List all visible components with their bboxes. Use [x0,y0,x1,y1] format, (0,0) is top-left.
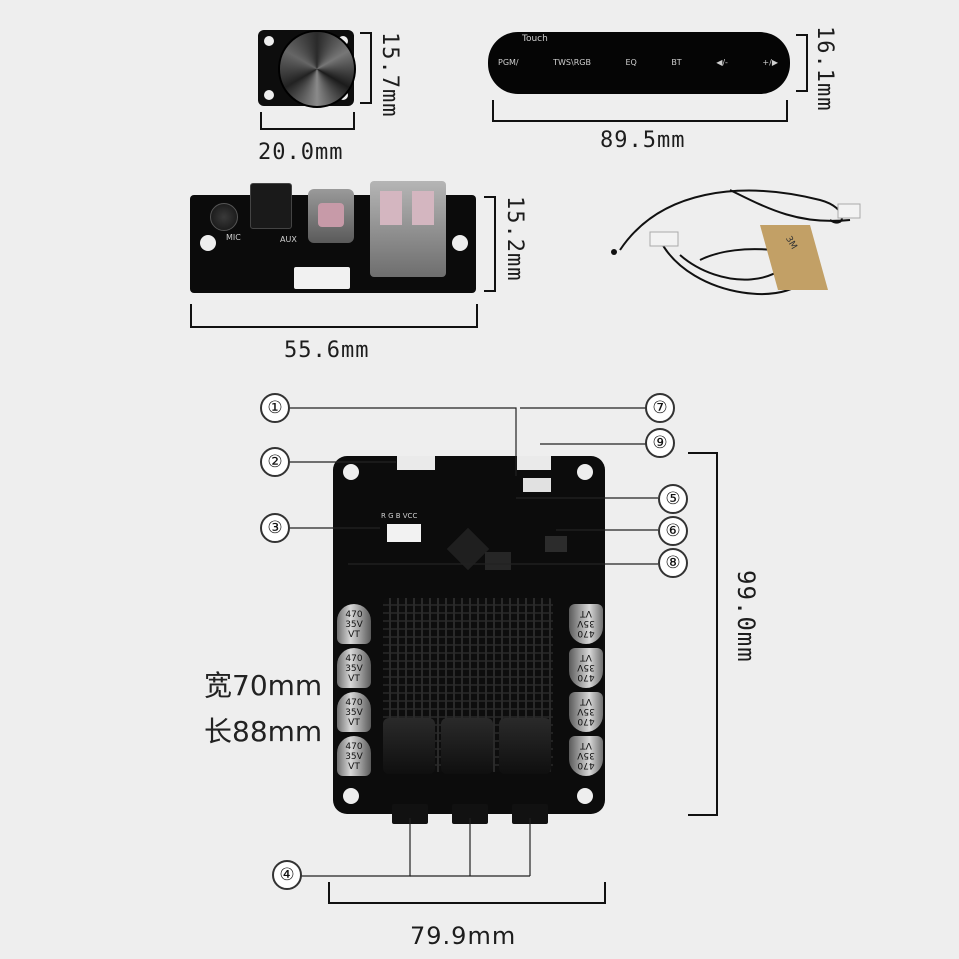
mount-hole [264,36,274,46]
dim-line [796,90,808,92]
chip-icon [545,536,567,552]
dim-line [796,34,808,36]
mount-hole [264,90,274,100]
touch-title: Touch [522,34,548,44]
mic-icon [210,203,238,231]
connector-icon [294,267,350,289]
dim-line [260,112,262,130]
capacitor: 470 35V VT [337,604,371,644]
speaker-terminal [452,804,488,824]
dim-line [328,882,330,904]
knob-icon [278,30,356,108]
dim-line [370,32,372,104]
board-width-label: 79.9mm [410,922,517,950]
usb-c-port-icon [308,189,354,243]
dim-line [353,112,355,130]
mic-silk: MIC [226,233,241,242]
dim-line [786,100,788,122]
mount-hole [577,788,593,804]
touch-width-label: 89.5mm [600,128,686,153]
touch-key: TWS\RGB [553,58,591,67]
touch-key: BT [671,58,682,67]
callout-5: ⑤ [658,484,688,514]
dim-line [328,902,606,904]
dim-line [360,32,372,34]
speaker-terminal [512,804,548,824]
dim-line [260,128,355,130]
touch-key: EQ [625,58,637,67]
touch-height-label: 16.1mm [812,26,837,112]
touch-key: PGM/ [498,58,519,67]
dim-line [688,452,718,454]
connector-icon [517,456,551,470]
dim-line [484,290,496,292]
dim-line [716,452,718,816]
knob-module [258,30,356,108]
io-height-label: 15.2mm [502,196,527,282]
mount-hole [343,464,359,480]
mount-hole [343,788,359,804]
dim-line [476,304,478,328]
rgb-header [387,524,421,542]
mount-hole [577,464,593,480]
knob-width-label: 20.0mm [258,140,344,165]
capacitor: 470 35V VT [337,648,371,688]
knob-height-label: 15.7mm [377,32,402,118]
inductor-icon [499,718,551,774]
board-height-label: 99.0mm [732,570,760,663]
dim-line [484,196,496,198]
dim-line [190,326,478,328]
dim-line [806,34,808,92]
callout-1: ① [260,393,290,423]
inductor-icon [441,718,493,774]
callout-4: ④ [272,860,302,890]
inductor-icon [383,718,435,774]
connector-icon [523,478,551,492]
callout-6: ⑥ [658,516,688,546]
main-board: R G B VCC 470 35V VT 470 35V VT 470 35V … [333,456,605,814]
callout-8: ⑧ [658,548,688,578]
connector-icon [397,456,435,470]
io-width-label: 55.6mm [284,338,370,363]
board-length-cn: 长88mm [204,715,323,748]
callout-2: ② [260,447,290,477]
mount-hole [452,235,468,251]
dim-line [190,304,192,328]
callout-9: ⑨ [645,428,675,458]
capacitor: 470 35V VT [337,736,371,776]
dim-line [688,814,718,816]
antenna-cable-icon [611,189,861,295]
touch-keys: PGM/ TWS\RGB EQ BT ◀/- +/▶ [498,58,778,67]
touch-key: +/▶ [762,58,778,67]
usb-a-port-icon [370,181,446,277]
callout-3: ③ [260,513,290,543]
dim-line [360,102,372,104]
touch-key: ◀/- [716,58,728,67]
capacitor: 470 35V VT [337,692,371,732]
io-board: MIC AUX [190,181,476,293]
rgb-header-label: R G B VCC [381,512,418,520]
dim-line [494,196,496,292]
speaker-terminal [392,804,428,824]
dim-line [604,882,606,904]
dim-line [492,100,494,122]
callout-7: ⑦ [645,393,675,423]
chip-icon [485,552,511,570]
audio-jack-icon [250,183,292,229]
mount-hole [200,235,216,251]
touch-panel: Touch PGM/ TWS\RGB EQ BT ◀/- +/▶ [488,32,790,94]
dim-line [492,120,788,122]
aux-silk: AUX [280,235,297,244]
board-width-cn: 宽70mm [204,669,323,702]
